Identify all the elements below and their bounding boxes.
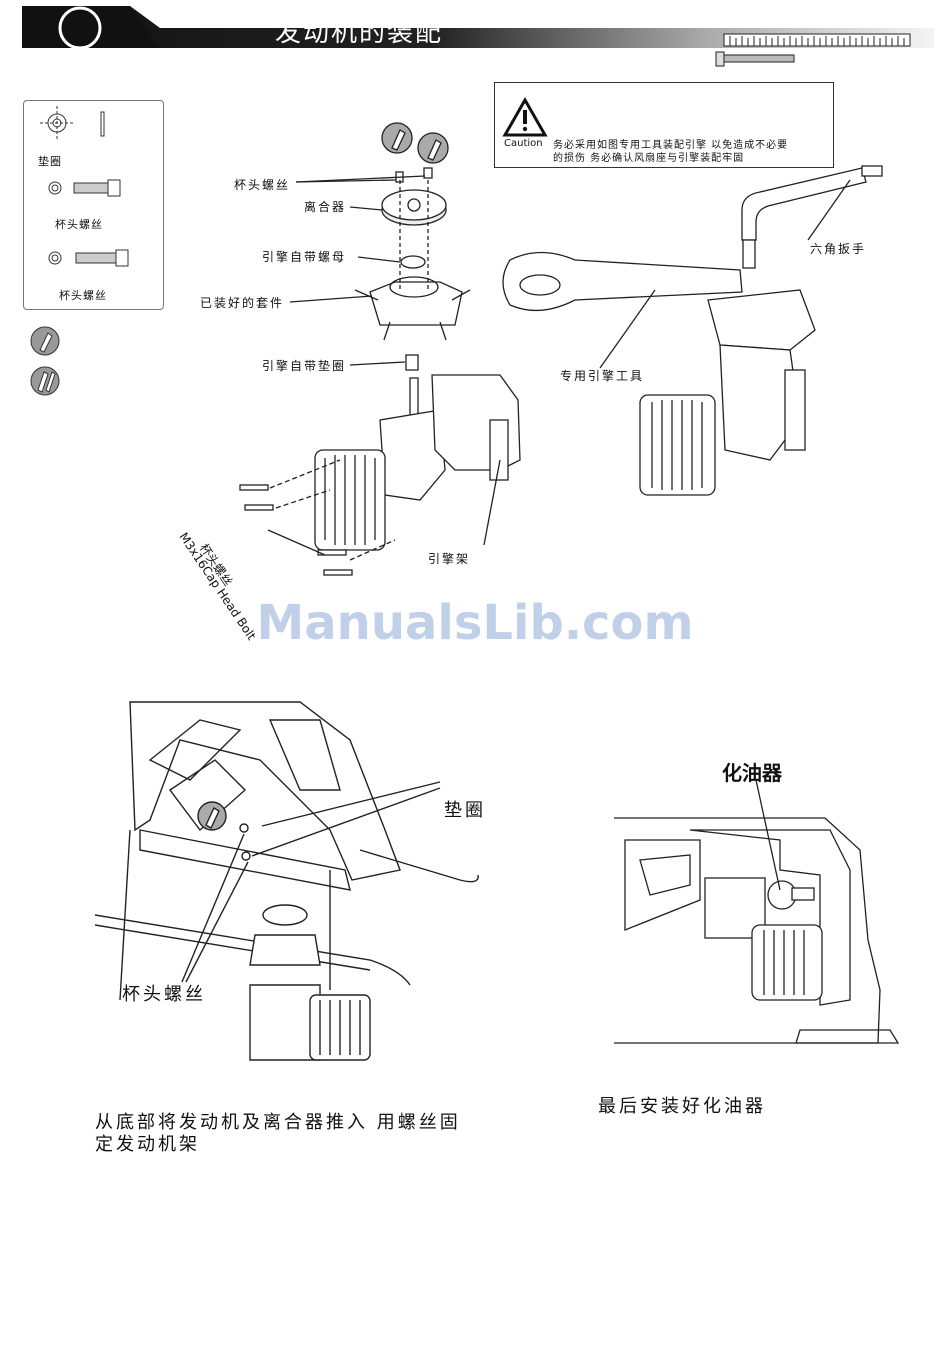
label-engine-washer: 引擎自带垫圈 [262,357,346,374]
cylinder-head-bottom [310,995,370,1060]
legend-bolt2-label: 杯头螺丝 [59,287,107,303]
caption-bottom-right: 最后安装好化油器 [598,1096,766,1118]
caution-label: Caution [504,138,543,149]
threadlock-icon-top-1 [382,123,412,153]
label-cap-screw-top: 杯头螺丝 [234,176,290,193]
watermark: ManualsLib.com [0,595,950,651]
threadlock-icon-bottom [198,802,226,830]
caption-bottom-left: 从底部将发动机及离合器推入 用螺丝固 定发动机架 [95,1112,461,1156]
legend-bolt1-label: 杯头螺丝 [55,216,103,232]
screw-scale-icon [716,52,794,66]
threadlock-icon-top-2 [418,133,448,163]
parts-legend [23,100,164,310]
page-title: 发动机的装配 [275,12,443,49]
caption-bottom-left-line-2: 定发动机架 [95,1134,461,1156]
cylinder-head [315,450,385,550]
label-washer-bottom: 垫圈 [444,796,486,822]
label-clutch: 离合器 [304,198,346,215]
caution-line-1: 务必采用如图专用工具装配引擎 以免造成不必要 [553,139,788,152]
grease-icon [31,367,59,395]
cylinder-head-carb [752,925,822,1000]
label-cap-screw-bottom: 杯头螺丝 [122,980,206,1006]
caption-bottom-left-line-1: 从底部将发动机及离合器推入 用螺丝固 [95,1112,461,1134]
label-engine-nut: 引擎自带螺母 [262,248,346,265]
legend-washer-label: 垫圈 [38,153,62,169]
ruler-icon [724,34,910,46]
label-engine-mount: 引擎架 [428,550,470,567]
threadlock-icon [31,327,59,355]
label-hex-wrench: 六角扳手 [810,240,866,257]
label-carburetor: 化油器 [722,757,782,786]
cylinder-head-right [640,395,715,495]
label-assembled-kit: 已装好的套件 [200,294,284,311]
special-engine-tool [503,253,742,311]
label-special-tool: 专用引擎工具 [560,367,644,384]
caution-line-2: 的损伤 务必确认风扇座与引擎装配牢固 [553,152,788,165]
header-bar [0,0,950,80]
caution-text: 务必采用如图专用工具装配引擎 以免造成不必要 的损伤 务必确认风扇座与引擎装配牢… [553,139,788,165]
mount-bolts [240,485,352,575]
carburetor [705,878,814,938]
